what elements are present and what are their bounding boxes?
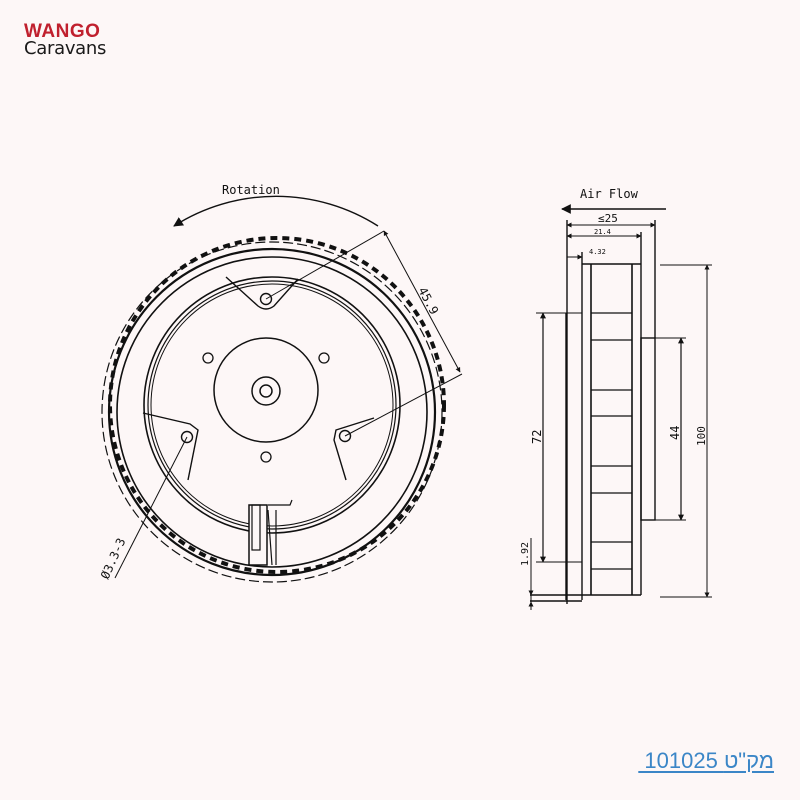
airflow-label: Air Flow [580,187,639,201]
blade-ring [108,236,446,574]
brand-logo-line1: WANGO [24,21,101,42]
brand-logo-line2: Caravans [24,38,107,59]
dimension-1-92: 1.92 [520,542,531,566]
rotation-label: Rotation [222,183,280,197]
brand-logo: WANGO Caravans [24,22,106,58]
dimension-45-9: 45.9 [415,285,441,317]
dimension-height-72: 72 [530,430,544,444]
dimension-width-4-32: 4.32 [589,248,606,256]
dimension-height-100: 100 [695,426,708,446]
hub-circle [213,337,319,443]
dimension-hole-diameter: Ø3.3-3 [98,536,128,581]
sku-link[interactable]: 101025 מק"ט [638,748,774,773]
dimension-height-44: 44 [668,426,682,440]
rotation-arrow [173,195,379,227]
dimension-overall-width: ≤25 [598,212,618,225]
front-view [101,195,463,583]
dimension-width-21-4: 21.4 [594,228,611,236]
side-view [528,204,712,610]
